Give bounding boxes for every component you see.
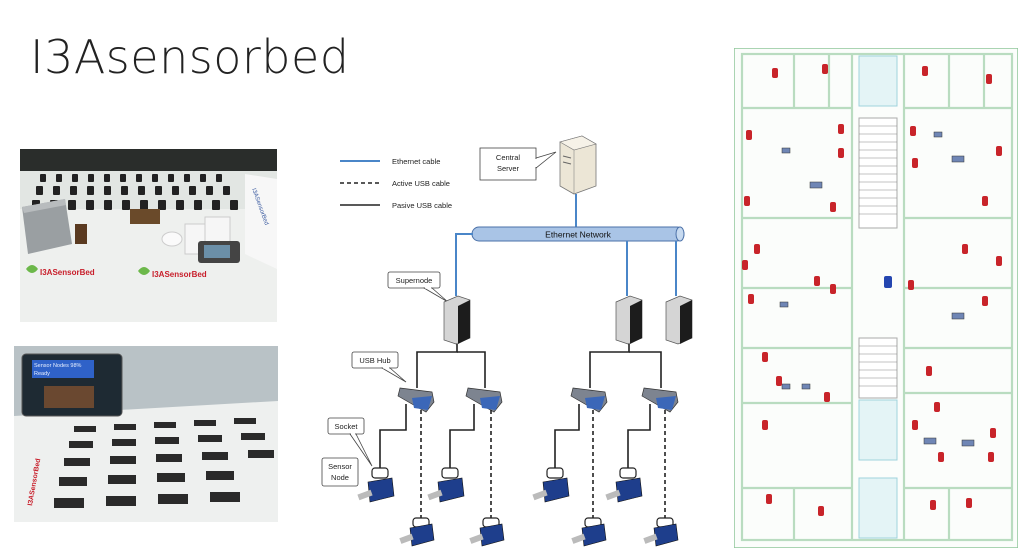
supernode-2 [615,295,643,345]
sensor-node-6 [469,523,505,547]
testbed-photo: I3ASensorBed I3ASensorBed I3ASensorBed [20,149,277,322]
central-server-label-1: Central [496,153,521,162]
lcd-line-2: Ready [34,371,50,377]
socket-callout [327,417,365,435]
usb-hub-callout [351,351,399,369]
ethernet-network-label: Ethernet Network [545,230,611,240]
central-server-callout [479,147,537,181]
sensor-table-photo: Sensor Nodes 98% Ready I3ASensorBed [14,346,278,522]
brand-label-2: I3ASensorBed [152,270,207,279]
sensor-node-label-2: Node [331,473,349,482]
usb-hub-3 [570,387,608,413]
sensor-node-4 [605,477,643,503]
ethernet-network-bus: Ethernet Network [471,226,685,242]
sensor-node-label-1: Sensor [328,462,352,471]
usb-hub-2 [465,387,503,413]
network-diagram: Ethernet cable Active USB cable Pasive U… [321,135,693,547]
socket-2 [441,467,459,479]
stairs [858,55,898,539]
socket-label: Socket [335,422,359,431]
floor-plan-hubs [779,131,975,447]
legend: Ethernet cable Active USB cable Pasive U… [340,157,452,210]
usb-hub-4 [641,387,679,413]
sensor-node-callout [321,457,359,487]
cable-sn2-hub3 [589,344,630,388]
usb-hub-1 [397,387,435,413]
central-server-label-2: Server [497,164,520,173]
sensor-node-7 [571,523,607,547]
supernode-callout [387,271,441,289]
lcd-line-1: Sensor Nodes 98% [34,363,81,369]
supernode-1 [443,295,471,345]
central-server: Central Server [479,135,597,195]
socket-4 [619,467,637,479]
cable-sn1-hub1 [416,344,458,388]
cable-sn2-hub4 [629,351,662,388]
supernode-label: Supernode [396,276,433,285]
usb-hub-label: USB Hub [359,356,390,365]
floor-plan [734,48,1018,548]
supernode-3 [665,295,693,345]
sensor-node-3 [532,477,570,503]
ethernet-drop-1 [455,233,473,296]
brand-label-1: I3ASensorBed [40,268,95,277]
sensor-node-1 [357,477,395,503]
sensor-node-8 [643,523,679,547]
legend-label-active-usb: Active USB cable [392,179,450,188]
slide-title: I3Asensorbed [30,30,350,84]
cable-sn1-hub2 [457,351,486,388]
floor-plan-sensors [742,64,1002,516]
legend-label-passive-usb: Pasive USB cable [392,201,452,210]
legend-label-ethernet: Ethernet cable [392,157,440,166]
sensor-node-2 [427,477,465,503]
socket-1 [371,467,389,479]
sensor-node-5 [399,523,435,547]
socket-3 [546,467,564,479]
